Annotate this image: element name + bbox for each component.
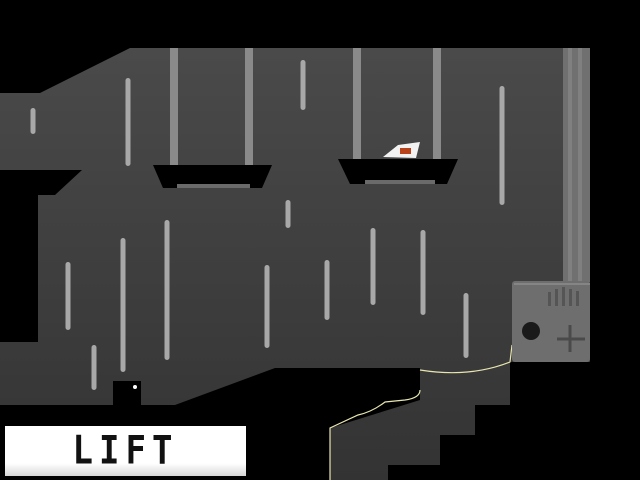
water-drip xyxy=(164,220,170,360)
level-name: LIFT xyxy=(72,428,179,474)
water-drip xyxy=(65,262,71,330)
level-name-banner: LIFT xyxy=(5,426,246,476)
water-drip xyxy=(324,260,330,320)
pillar xyxy=(563,48,590,282)
water-drip xyxy=(264,265,270,348)
water-drip xyxy=(370,228,376,305)
ledge-edge xyxy=(329,344,513,480)
water-drip xyxy=(30,108,36,134)
water-drip xyxy=(499,86,505,205)
water-drips xyxy=(30,60,505,390)
plus-icon xyxy=(557,325,585,352)
lift-machine[interactable] xyxy=(512,281,590,362)
hanging-platform-left xyxy=(153,48,272,188)
machine-button[interactable] xyxy=(522,322,540,340)
hanging-platform-right xyxy=(338,48,458,184)
player-character xyxy=(113,381,141,406)
water-drip xyxy=(420,230,426,315)
note-pickup[interactable] xyxy=(383,142,420,158)
water-drip xyxy=(91,345,97,390)
water-drip xyxy=(300,60,306,110)
water-drip xyxy=(463,293,469,358)
water-drip xyxy=(285,200,291,228)
water-drip xyxy=(125,78,131,166)
water-drip xyxy=(120,238,126,372)
